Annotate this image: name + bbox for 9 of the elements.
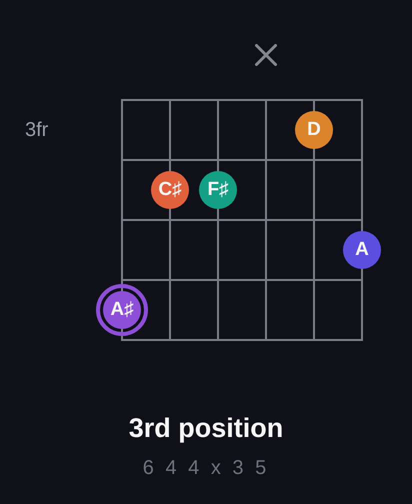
root-note-marker	[96, 284, 148, 336]
note-name: F♯	[207, 179, 229, 201]
chord-title: 3rd position	[128, 413, 284, 443]
note-name: A♯	[110, 299, 134, 321]
fret-position-label: 3fr	[25, 119, 48, 141]
note-name: D	[307, 119, 321, 141]
note-name: A	[355, 239, 369, 261]
note-name: C♯	[158, 179, 182, 201]
fingering-label: 6 4 4 x 3 5	[142, 457, 270, 479]
